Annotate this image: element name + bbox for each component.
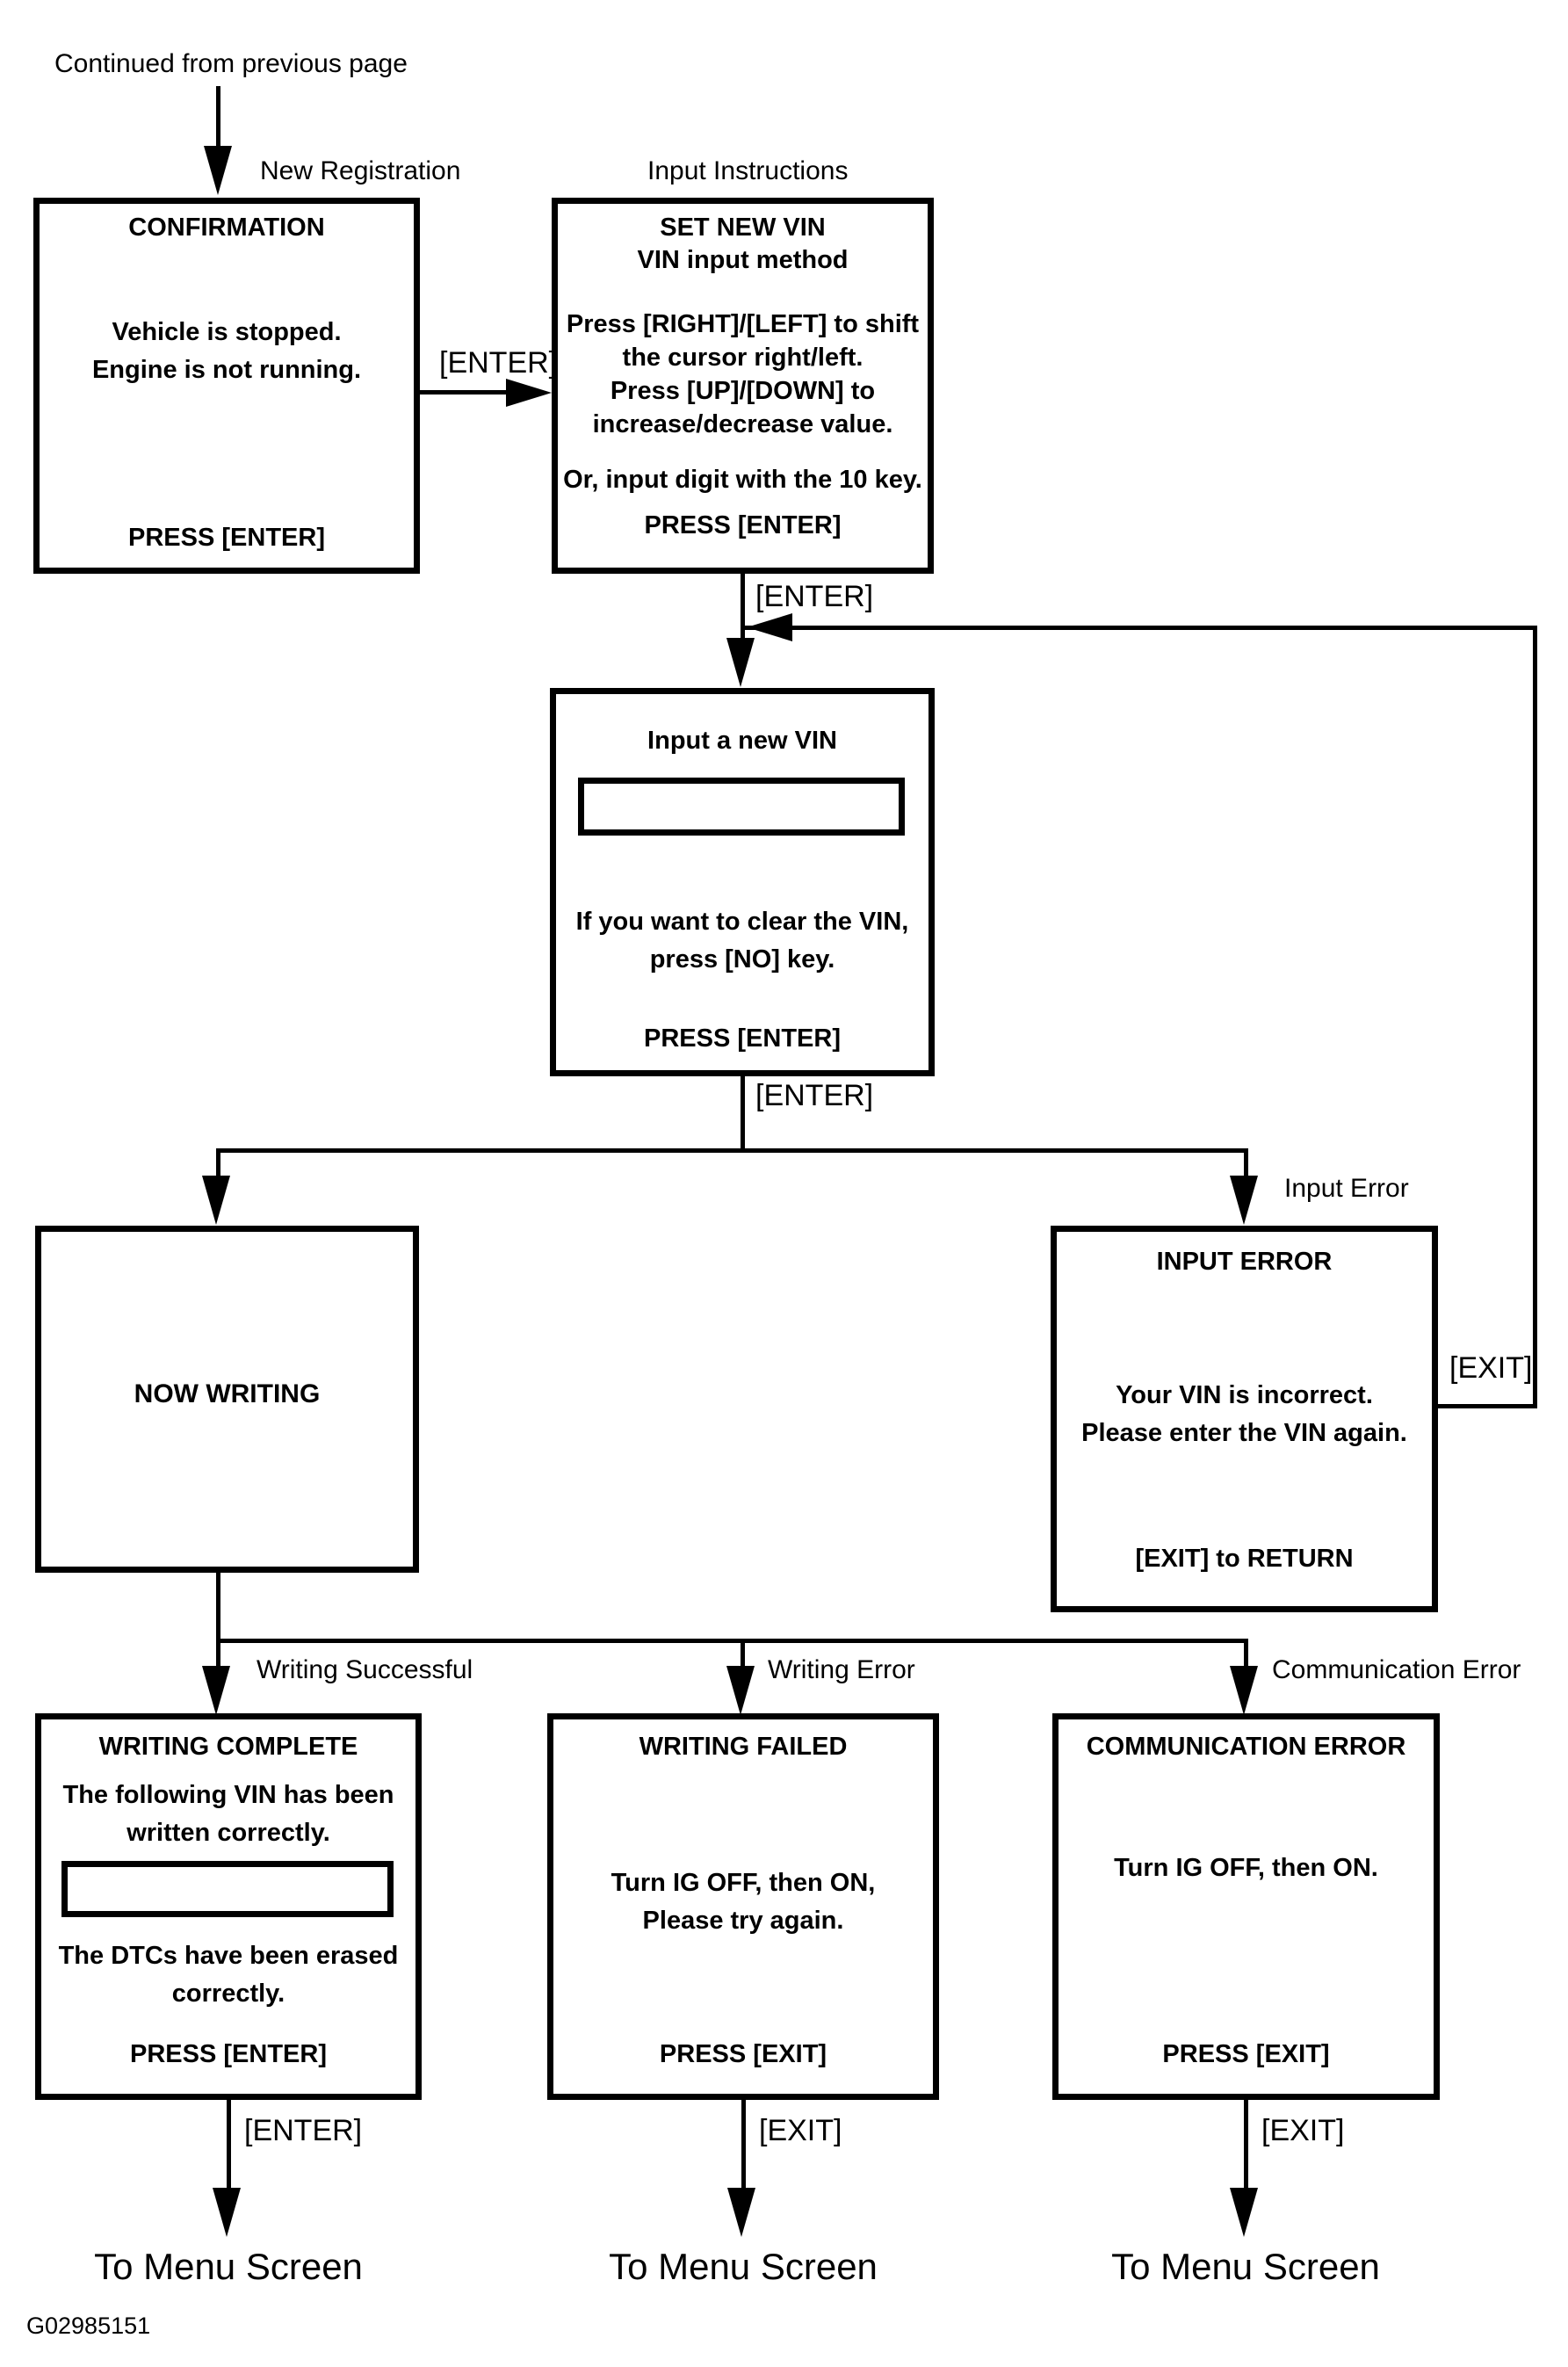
input-error-label: Input Error bbox=[1284, 1174, 1409, 1203]
exit-return-label: [EXIT] bbox=[1449, 1351, 1533, 1385]
input-error-box bbox=[1051, 1226, 1438, 1612]
writing-failed-box bbox=[547, 1713, 939, 2100]
communication-error-label: Communication Error bbox=[1272, 1655, 1521, 1684]
exit-return-hline bbox=[742, 626, 1535, 630]
communication-error-line1: Turn IG OFF, then ON. bbox=[1114, 1854, 1378, 1882]
input-new-vin-title: Input a new VIN bbox=[647, 727, 837, 755]
arrow-down-menu-3 bbox=[1230, 2188, 1258, 2237]
enter-vin-label: [ENTER] bbox=[755, 1079, 874, 1112]
continued-from-label: Continued from previous page bbox=[54, 49, 408, 78]
flow-line-below-now-writing bbox=[216, 1573, 220, 1643]
set-new-vin-title: SET NEW VIN bbox=[660, 214, 826, 242]
set-new-vin-footer: PRESS [ENTER] bbox=[644, 511, 842, 539]
exit-comm-label: [EXIT] bbox=[1261, 2114, 1345, 2147]
branch2-drop-1 bbox=[216, 1639, 220, 1672]
flow-line-complete-to-menu bbox=[227, 2100, 231, 2197]
input-new-vin-line2: press [NO] key. bbox=[649, 945, 835, 974]
flow-line-comm-to-menu bbox=[1244, 2100, 1248, 2197]
arrow-down-into-now-writing bbox=[202, 1176, 230, 1225]
branch2-hline bbox=[216, 1639, 1248, 1643]
arrow-down-into-writing-failed bbox=[726, 1666, 755, 1715]
branch2-drop-2 bbox=[741, 1639, 745, 1672]
exit-connector-line bbox=[1438, 1404, 1537, 1408]
confirmation-title: CONFIRMATION bbox=[128, 214, 325, 242]
set-new-vin-subtitle: VIN input method bbox=[637, 246, 849, 274]
set-new-vin-line4: increase/decrease value. bbox=[592, 410, 893, 438]
enter-complete-label: [ENTER] bbox=[244, 2114, 363, 2147]
branch1-hline bbox=[216, 1148, 1248, 1153]
new-registration-label: New Registration bbox=[260, 156, 461, 185]
input-new-vin-box bbox=[550, 688, 935, 1076]
branch1-drop-right bbox=[1244, 1148, 1248, 1184]
input-error-title: INPUT ERROR bbox=[1156, 1248, 1333, 1276]
input-error-line2: Please enter the VIN again. bbox=[1081, 1419, 1407, 1447]
input-new-vin-line1: If you want to clear the VIN, bbox=[575, 908, 909, 936]
flow-line-entry bbox=[216, 86, 220, 149]
input-instructions-label: Input Instructions bbox=[647, 156, 849, 185]
communication-error-box bbox=[1052, 1713, 1440, 2100]
flow-line-below-input-vin bbox=[741, 1076, 745, 1153]
arrow-down-into-communication-error bbox=[1230, 1666, 1258, 1715]
arrow-down-into-writing-complete bbox=[202, 1666, 230, 1715]
writing-failed-footer: PRESS [EXIT] bbox=[659, 2040, 827, 2068]
writing-complete-footer: PRESS [ENTER] bbox=[130, 2040, 327, 2068]
arrow-left-return-junction bbox=[747, 613, 792, 641]
flow-line-failed-to-menu bbox=[741, 2100, 746, 2197]
writing-complete-line1: The following VIN has been bbox=[62, 1781, 394, 1809]
communication-error-footer: PRESS [EXIT] bbox=[1162, 2040, 1330, 2068]
confirmation-footer: PRESS [ENTER] bbox=[128, 524, 325, 552]
writing-failed-title: WRITING FAILED bbox=[639, 1733, 848, 1761]
confirmation-line2: Engine is not running. bbox=[91, 356, 362, 384]
flow-line-instructions-to-input bbox=[741, 574, 745, 641]
writing-error-label: Writing Error bbox=[768, 1655, 915, 1684]
now-writing-title: NOW WRITING bbox=[134, 1379, 321, 1408]
writing-complete-title: WRITING COMPLETE bbox=[98, 1733, 358, 1761]
exit-failed-label: [EXIT] bbox=[759, 2114, 842, 2147]
set-new-vin-line5: Or, input digit with the 10 key. bbox=[563, 466, 922, 494]
arrow-down-entry bbox=[204, 146, 232, 195]
writing-failed-line1: Turn IG OFF, then ON, bbox=[611, 1869, 876, 1897]
branch2-drop-3 bbox=[1244, 1639, 1248, 1672]
arrow-down-into-input-vin bbox=[726, 638, 755, 687]
writing-complete-line3: The DTCs have been erased bbox=[58, 1942, 399, 1970]
set-new-vin-line1: Press [RIGHT]/[LEFT] to shift bbox=[566, 310, 920, 338]
set-new-vin-box bbox=[552, 198, 934, 574]
to-menu-screen-1: To Menu Screen bbox=[94, 2246, 363, 2287]
communication-error-title: COMMUNICATION ERROR bbox=[1086, 1733, 1406, 1761]
to-menu-screen-3: To Menu Screen bbox=[1111, 2246, 1380, 2287]
input-error-footer: [EXIT] to RETURN bbox=[1135, 1545, 1354, 1573]
input-error-line1: Your VIN is incorrect. bbox=[1116, 1381, 1373, 1409]
now-writing-box bbox=[35, 1226, 419, 1573]
arrow-down-menu-2 bbox=[727, 2188, 755, 2237]
writing-complete-line2: written correctly. bbox=[126, 1819, 330, 1847]
confirmation-line1: Vehicle is stopped. bbox=[112, 318, 342, 346]
enter-confirm-label: [ENTER] bbox=[439, 346, 558, 380]
vin-entry-field bbox=[578, 778, 905, 836]
set-new-vin-line3: Press [UP]/[DOWN] to bbox=[610, 377, 876, 405]
writing-failed-line2: Please try again. bbox=[642, 1907, 844, 1935]
confirmation-box bbox=[33, 198, 420, 574]
branch1-drop-left bbox=[216, 1148, 220, 1184]
flow-line-confirm-to-instructions bbox=[420, 390, 509, 394]
enter-instructions-label: [ENTER] bbox=[755, 580, 874, 613]
arrow-down-into-input-error bbox=[1230, 1176, 1258, 1225]
figure-id: G02985151 bbox=[26, 2313, 151, 2339]
writing-successful-label: Writing Successful bbox=[257, 1655, 473, 1684]
input-new-vin-footer: PRESS [ENTER] bbox=[644, 1024, 841, 1053]
arrow-down-menu-1 bbox=[213, 2188, 241, 2237]
exit-return-vline bbox=[1533, 626, 1537, 1408]
to-menu-screen-2: To Menu Screen bbox=[609, 2246, 878, 2287]
arrow-right-into-instructions bbox=[506, 379, 552, 407]
written-vin-field bbox=[61, 1861, 394, 1917]
writing-complete-line4: correctly. bbox=[171, 1980, 285, 2008]
set-new-vin-line2: the cursor right/left. bbox=[622, 344, 863, 372]
